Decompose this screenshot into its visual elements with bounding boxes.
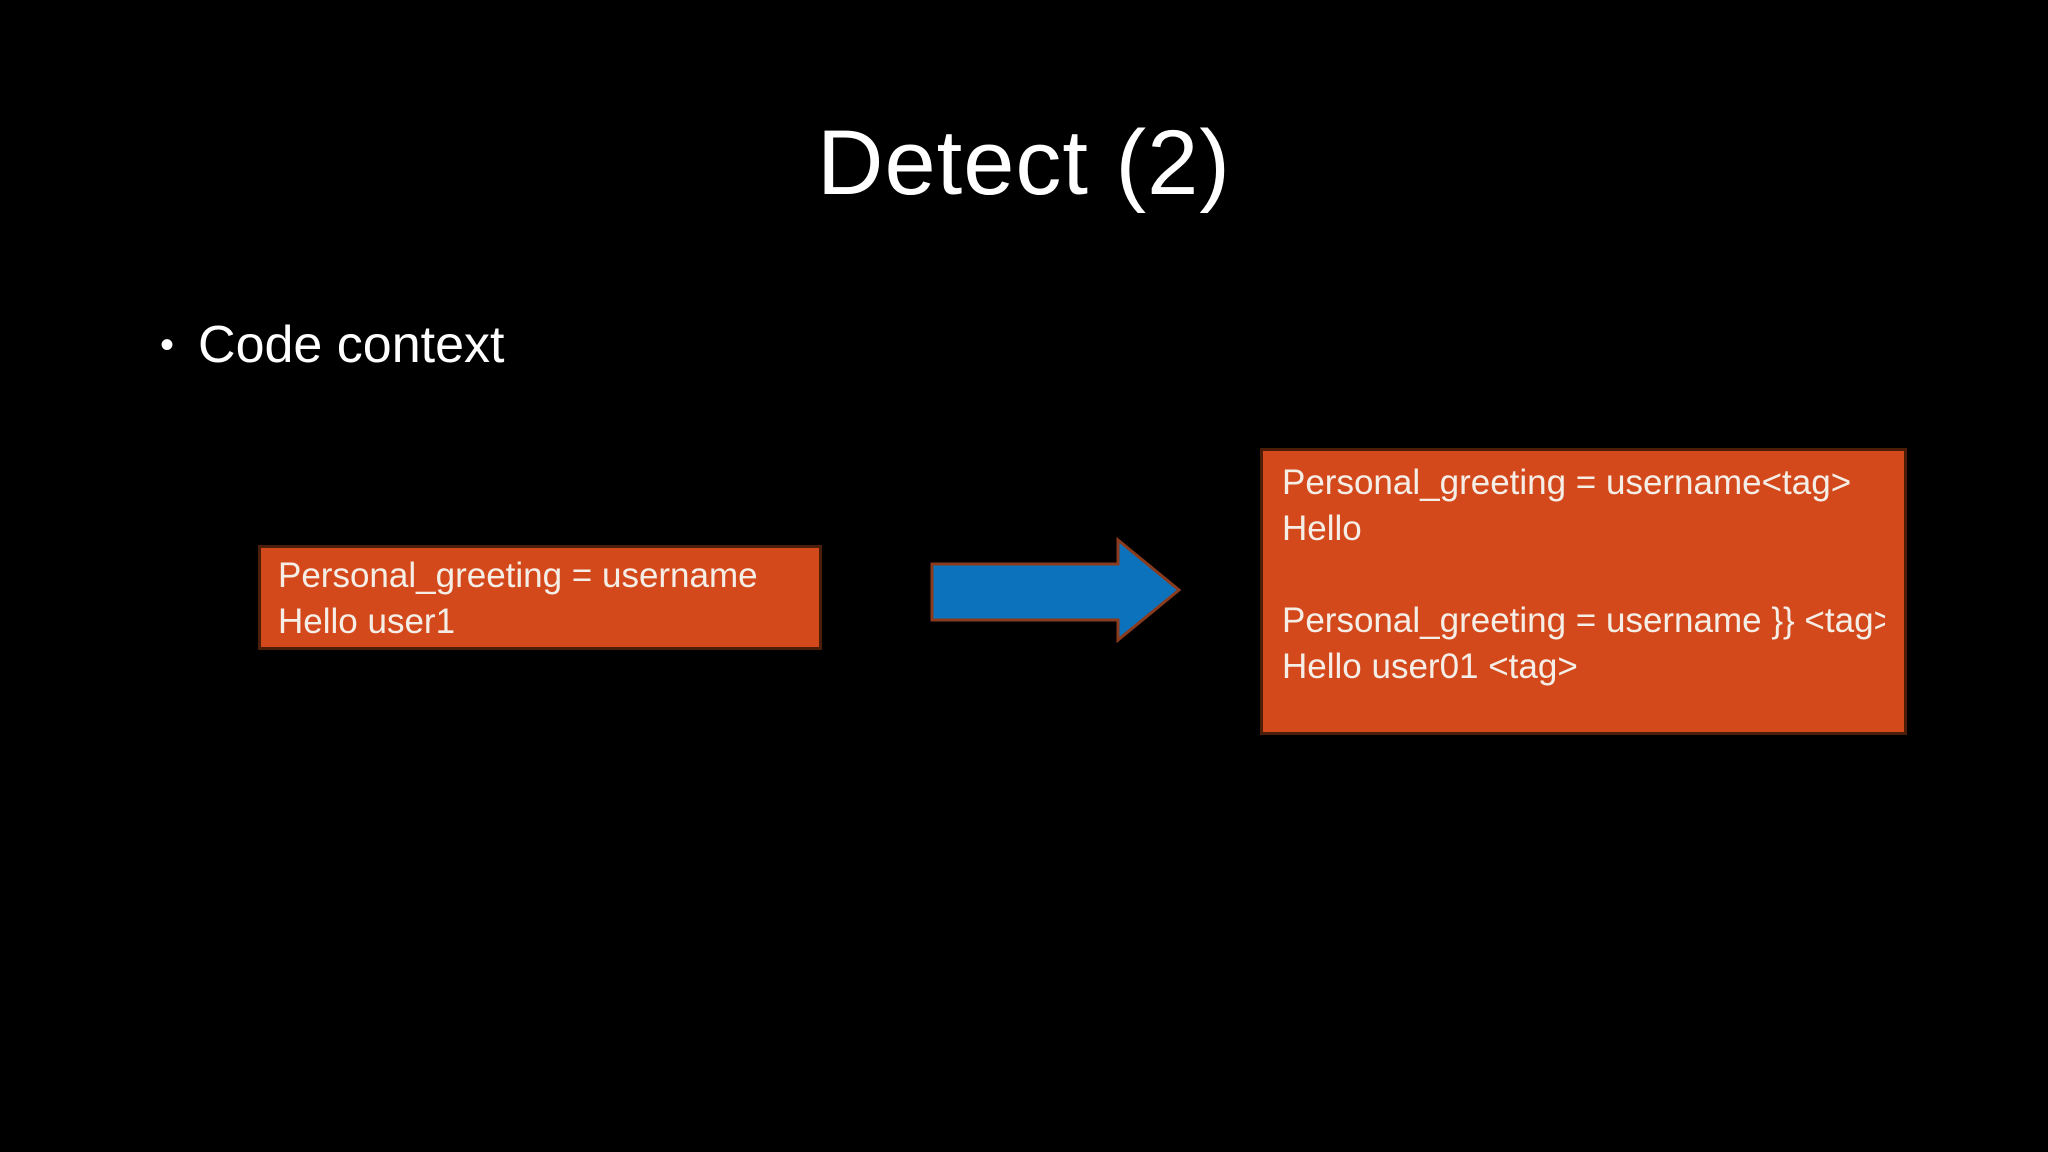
code-line: Personal_greeting = username<tag> (1282, 463, 1852, 502)
code-line-blank (1282, 552, 1885, 598)
detected-code-box: Personal_greeting = username<tag> Hello … (1260, 448, 1907, 735)
code-line: Hello user01 <tag> (1282, 647, 1578, 686)
bullet-label: Code context (198, 316, 505, 374)
code-line: Personal_greeting = username }} <tag> (1282, 601, 1885, 640)
code-line: Personal_greeting = username (278, 556, 758, 595)
code-line: Hello user1 (278, 602, 456, 641)
code-line: Hello (1282, 509, 1362, 548)
bullet-item: • Code context (160, 316, 504, 376)
right-arrow-icon (930, 537, 1182, 643)
source-code-box: Personal_greeting = username Hello user1 (258, 545, 822, 650)
slide-title: Detect (2) (817, 112, 1231, 214)
bullet-marker: • (160, 323, 175, 367)
